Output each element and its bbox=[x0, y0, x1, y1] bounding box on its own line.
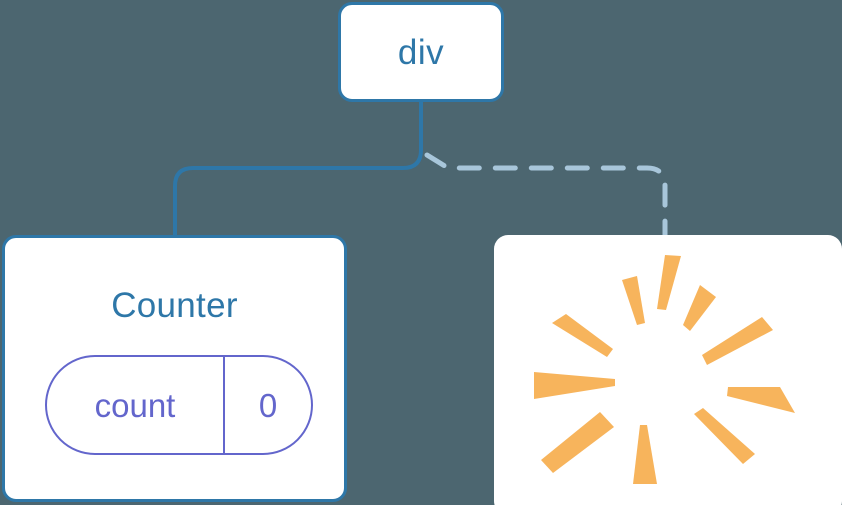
node-effect[interactable] bbox=[494, 235, 842, 505]
ray-se bbox=[694, 408, 755, 464]
state-value-label: 0 bbox=[223, 357, 311, 453]
sparkle-burst-icon bbox=[534, 255, 795, 484]
state-key-label: count bbox=[94, 386, 176, 424]
ray-nne bbox=[683, 285, 716, 331]
ray-nw bbox=[552, 314, 613, 357]
ray-n bbox=[657, 255, 681, 310]
ray-e bbox=[727, 387, 795, 413]
ray-s bbox=[633, 425, 657, 484]
ray-ne bbox=[702, 317, 773, 365]
ray-nnw bbox=[622, 276, 645, 325]
node-div[interactable]: div bbox=[338, 2, 504, 102]
ray-sw bbox=[541, 412, 614, 473]
node-counter-label: Counter bbox=[111, 286, 238, 325]
node-div-label: div bbox=[397, 32, 445, 72]
edge-div-to-counter bbox=[173, 100, 423, 240]
node-counter[interactable]: Counter count 0 bbox=[2, 235, 347, 502]
state-pill-count[interactable]: count 0 bbox=[45, 355, 313, 455]
edge-div-to-effect bbox=[424, 152, 668, 241]
ray-w bbox=[534, 372, 615, 399]
